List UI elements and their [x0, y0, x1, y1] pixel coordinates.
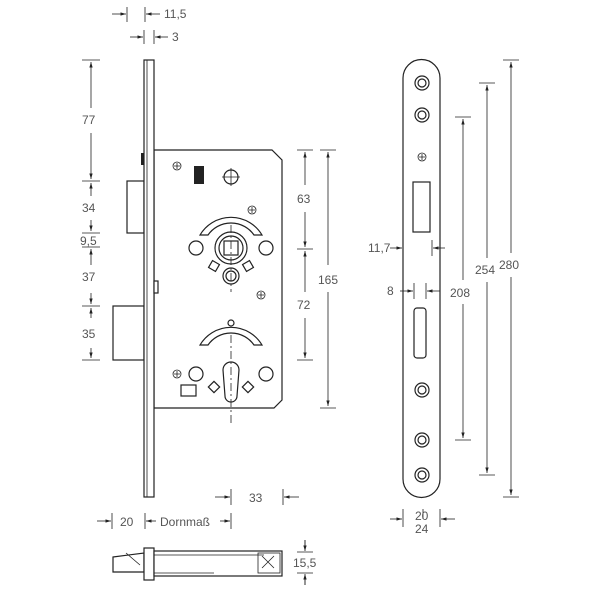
lock-body [112, 59, 283, 498]
latch [126, 180, 145, 234]
dim-165: 165 [318, 273, 338, 287]
dim-77: 77 [82, 113, 96, 127]
dims-right [297, 149, 336, 409]
dim-37: 37 [82, 270, 96, 284]
dim-3: 3 [130, 30, 179, 44]
dim-15-5: 15,5 [293, 556, 317, 570]
dim-33: 33 [249, 491, 263, 505]
faceplate [143, 59, 155, 498]
dim-20: 20 [120, 515, 134, 529]
dim-9-5: 9,5 [80, 234, 97, 248]
dims-bottom [97, 489, 299, 529]
dim-24-strike: 24 [415, 522, 429, 536]
svg-text:11,5: 11,5 [164, 7, 187, 21]
dim-72: 72 [297, 298, 311, 312]
dim-63: 63 [297, 192, 311, 206]
lock-bottom-view: 15,5 [112, 540, 317, 585]
svg-text:3: 3 [172, 30, 179, 44]
dim-208: 208 [450, 286, 470, 300]
dim-280: 280 [499, 258, 519, 272]
dims-left [82, 59, 100, 361]
dim-11-5: 11,5 [112, 7, 187, 22]
strike-plate [402, 58, 441, 499]
strike-dims [390, 59, 519, 527]
dim-8: 8 [387, 284, 394, 298]
dim-11-7: 11,7 [368, 241, 391, 255]
dim-35: 35 [82, 327, 96, 341]
backset-label: Dornmaß [160, 515, 210, 529]
dim-34: 34 [82, 201, 96, 215]
dim-20-strike: 20 [415, 509, 429, 523]
bolt [112, 305, 145, 361]
dim-254: 254 [475, 263, 495, 277]
